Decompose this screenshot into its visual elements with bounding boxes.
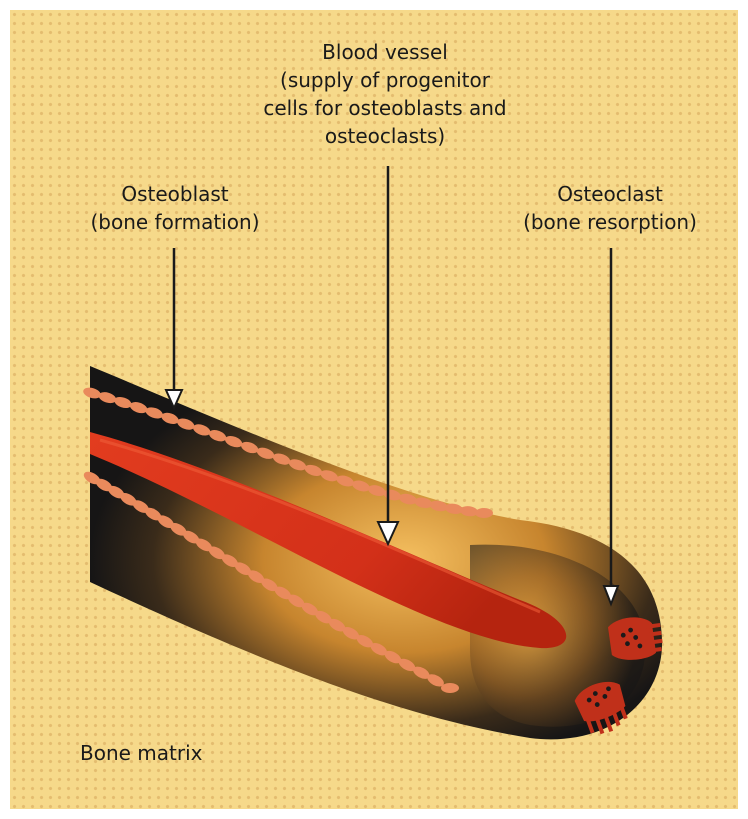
blood-vessel-label-line: cells for osteoblasts and (225, 94, 545, 122)
blood-vessel-label-line: Blood vessel (225, 38, 545, 66)
osteoblast-label-line: (bone formation) (50, 208, 300, 236)
blood-vessel-label-line: (supply of progenitor (225, 66, 545, 94)
osteoblast-cell (441, 683, 459, 693)
osteoblast-label: Osteoblast (bone formation) (50, 180, 300, 236)
osteoblast-pointer-arrow (166, 248, 182, 408)
osteoblast-label-line: Osteoblast (50, 180, 300, 208)
blood-vessel-label: Blood vessel (supply of progenitor cells… (225, 38, 545, 150)
osteoclast-label-line: Osteoclast (495, 180, 725, 208)
blood-vessel-label-line: osteoclasts) (225, 122, 545, 150)
osteoblast-cell (475, 508, 493, 518)
osteoclast-label: Osteoclast (bone resorption) (495, 180, 725, 236)
osteoclast-label-line: (bone resorption) (495, 208, 725, 236)
bone-matrix-label: Bone matrix (80, 739, 203, 767)
